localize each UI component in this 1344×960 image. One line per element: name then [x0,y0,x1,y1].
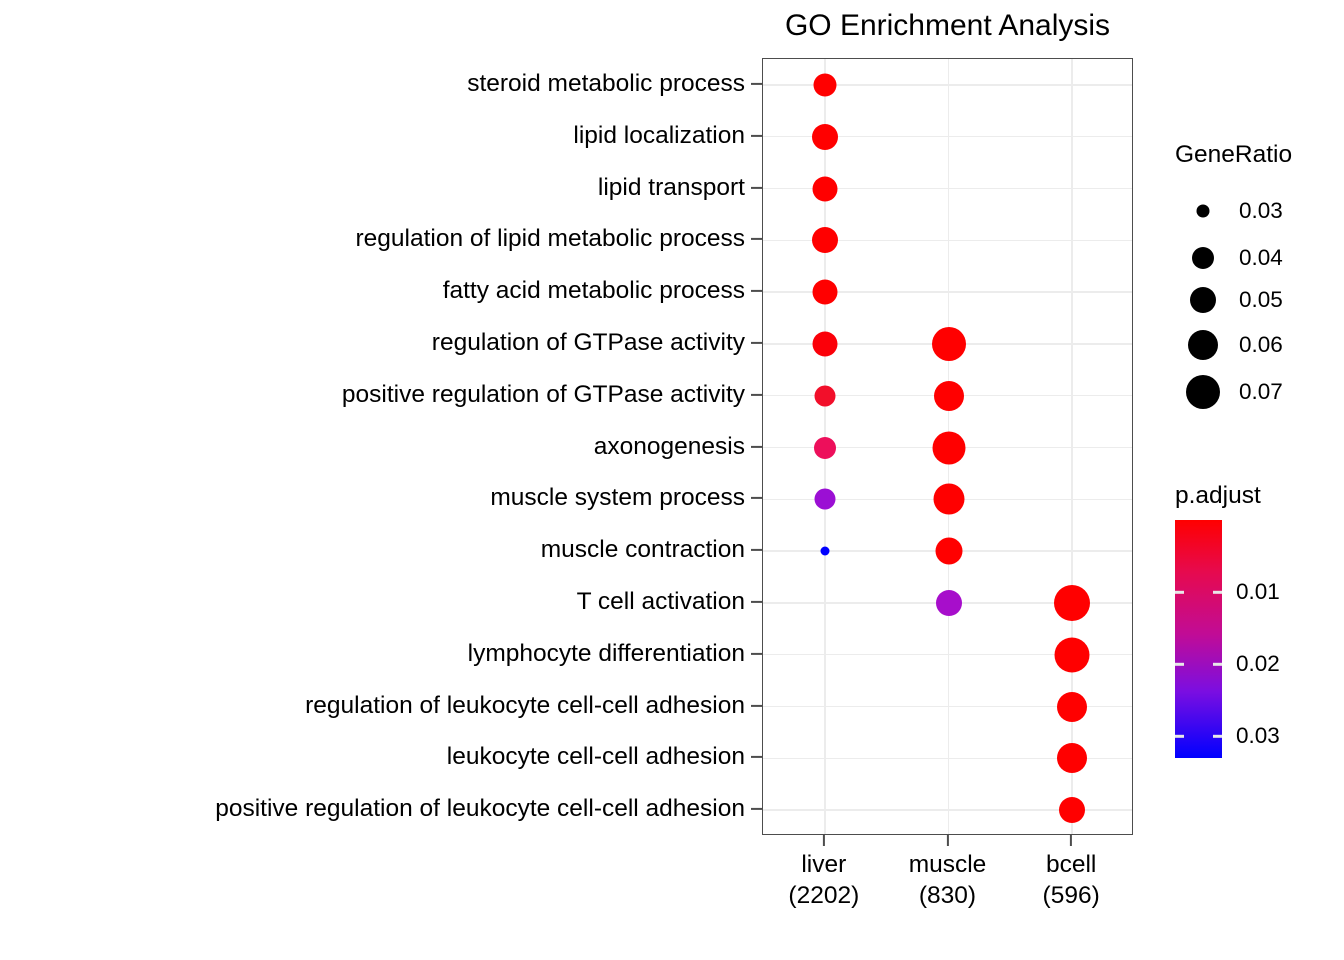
size-legend-key-label: 0.07 [1239,379,1283,404]
gridline-horizontal [763,809,1132,811]
color-legend-bar [1175,520,1222,758]
data-point-dot [812,176,838,201]
data-point-dot [931,326,966,361]
y-axis-tick-label: axonogenesis [593,432,745,460]
data-point-dot [1059,797,1086,824]
color-legend-tick-mark [1175,590,1184,594]
data-point-dot [814,488,836,510]
x-axis-tick-mark [822,835,825,846]
gridline-horizontal [763,705,1132,708]
data-point-dot [811,227,838,254]
y-axis-tick-mark [751,290,762,293]
data-point-dot [933,483,964,515]
x-axis-group-name: bcell [1045,851,1097,878]
y-axis-tick-mark [751,445,762,448]
y-axis-tick-mark [751,704,762,707]
y-axis-tick-label: fatty acid metabolic process [442,277,745,305]
y-axis-tick-label: muscle contraction [540,536,745,564]
data-point-dot [814,385,836,407]
data-point-dot [932,431,965,464]
data-point-dot [935,589,962,616]
data-point-dot [1057,691,1088,722]
gridline-horizontal [763,291,1132,293]
y-axis-tick-label: T cell activation [576,587,745,615]
color-legend-tick-mark [1175,663,1184,666]
plot-panel [762,58,1133,835]
y-axis-tick-label: leukocyte cell-cell adhesion [446,743,745,771]
y-axis-tick-mark [751,549,762,552]
gridline-vertical [1071,59,1073,834]
gridline-horizontal [763,135,1132,138]
color-legend-tick-mark [1213,663,1222,666]
y-axis-tick-mark [751,808,762,811]
gridline-horizontal [763,239,1132,242]
data-point-dot [935,537,962,565]
data-point-dot [812,331,838,357]
page-title: GO Enrichment Analysis [784,9,1111,42]
y-axis-tick-label: positive regulation of GTPase activity [341,380,745,408]
size-legend-key-dot [1192,247,1214,269]
y-axis-tick-mark [751,600,762,603]
data-point-dot [933,380,964,411]
x-axis-tick-label: liver (2202) [788,849,859,911]
color-legend-tick-mark [1175,735,1184,738]
size-legend-key-label: 0.03 [1239,198,1283,223]
size-legend-title: GeneRatio [1175,141,1293,168]
y-axis-tick-mark [751,341,762,344]
y-axis-tick-mark [751,756,762,759]
x-axis-tick-label: muscle (830) [909,849,987,911]
y-axis-tick-label: steroid metabolic process [467,69,745,97]
y-axis-tick-mark [751,497,762,500]
size-legend-key-label: 0.05 [1239,287,1283,312]
color-legend-tick-label: 0.02 [1236,651,1280,677]
size-legend-key-dot [1190,287,1216,313]
gridline-horizontal [763,187,1132,190]
size-legend-key-dot [1196,204,1210,218]
size-legend-key-label: 0.04 [1239,245,1283,270]
x-axis-tick-label: bcell (596) [1043,849,1100,911]
color-legend-tick-label: 0.01 [1236,579,1280,605]
gridline-horizontal [763,653,1132,656]
gridline-horizontal [763,84,1132,86]
y-axis-tick-label: muscle system process [490,484,745,512]
data-point-dot [811,123,838,150]
x-axis-group-count: (596) [1042,882,1100,909]
y-axis-tick-mark [751,652,762,655]
y-axis-tick-mark [751,82,762,85]
data-point-dot [1054,584,1091,621]
size-legend-key-label: 0.06 [1239,332,1283,357]
y-axis-tick-mark [751,238,762,241]
size-legend-key-dot [1188,330,1218,360]
color-legend-tick-mark [1213,735,1222,738]
data-point-dot [812,279,838,305]
y-axis-tick-mark [751,393,762,396]
data-point-dot [820,546,830,556]
y-axis-tick-mark [751,134,762,137]
x-axis-group-name: muscle [908,851,987,878]
data-point-dot [1057,743,1088,774]
color-legend-title: p.adjust [1175,482,1261,509]
data-point-dot [813,73,837,97]
y-axis-tick-label: regulation of leukocyte cell-cell adhesi… [305,691,745,719]
color-legend-tick-label: 0.03 [1236,723,1280,749]
y-axis-tick-label: lymphocyte differentiation [467,639,745,667]
y-axis-tick-mark [751,186,762,189]
x-axis-tick-mark [946,835,949,846]
y-axis-tick-label: regulation of lipid metabolic process [355,225,746,253]
y-axis-tick-label: positive regulation of leukocyte cell-ce… [215,795,745,823]
y-axis-tick-label: lipid localization [573,121,745,149]
x-axis-tick-mark [1070,835,1073,846]
data-point-dot [813,436,836,459]
gridline-horizontal [763,757,1132,760]
x-axis-group-count: (2202) [788,882,860,909]
x-axis-group-name: liver [801,851,847,878]
y-axis-tick-label: lipid transport [597,173,745,201]
y-axis-tick-label: regulation of GTPase activity [431,328,745,356]
x-axis-group-count: (830) [918,882,977,909]
y-axis: steroid metabolic process lipid localizat… [0,58,745,835]
color-legend-tick-mark [1213,590,1222,594]
data-point-dot [1054,637,1090,673]
size-legend-key-dot [1186,375,1220,409]
